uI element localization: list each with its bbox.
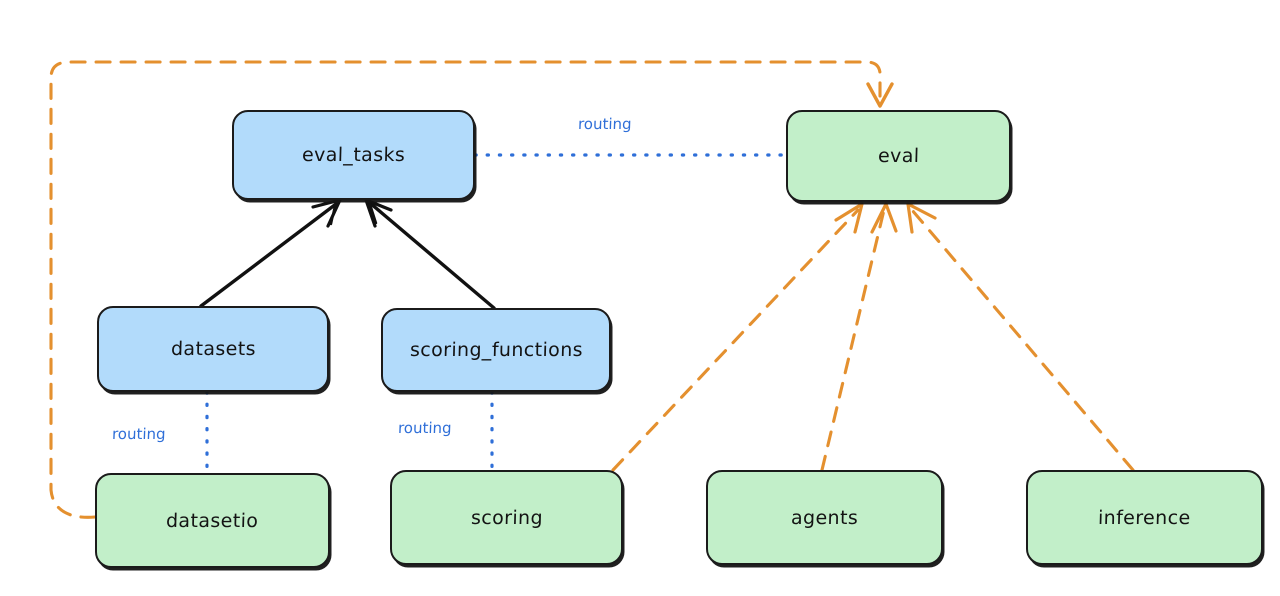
node-label: inference [1097, 506, 1192, 529]
node-agents[interactable]: agents [706, 470, 943, 565]
node-label: datasets [170, 338, 256, 360]
node-label: agents [790, 506, 859, 529]
node-label: scoring [470, 506, 543, 529]
node-label: datasetio [166, 509, 259, 532]
node-eval[interactable]: eval [786, 110, 1011, 202]
node-datasets[interactable]: datasets [97, 306, 329, 392]
edge-datasetio-to-eval [49, 60, 894, 519]
node-datasetio[interactable]: datasetio [95, 473, 330, 568]
edge-label-routing-eval-tasks: routing [577, 115, 632, 133]
edge-scoring-functions-to-eval-tasks [364, 198, 496, 310]
edge-label-routing-scoring-functions: routing [397, 419, 452, 437]
node-label: scoring_functions [409, 339, 583, 361]
node-label: eval [877, 145, 920, 167]
edge-inference-to-eval [906, 202, 1135, 472]
node-eval-tasks[interactable]: eval_tasks [232, 110, 475, 200]
edge-agents-to-eval [820, 202, 898, 472]
node-scoring[interactable]: scoring [390, 470, 623, 565]
edge-scoring-to-eval [611, 202, 864, 472]
edge-label-routing-datasets: routing [111, 425, 166, 443]
edge-datasets-to-eval-tasks [199, 198, 342, 308]
node-inference[interactable]: inference [1026, 470, 1263, 565]
node-scoring-functions[interactable]: scoring_functions [381, 308, 611, 392]
node-label: eval_tasks [301, 144, 406, 166]
